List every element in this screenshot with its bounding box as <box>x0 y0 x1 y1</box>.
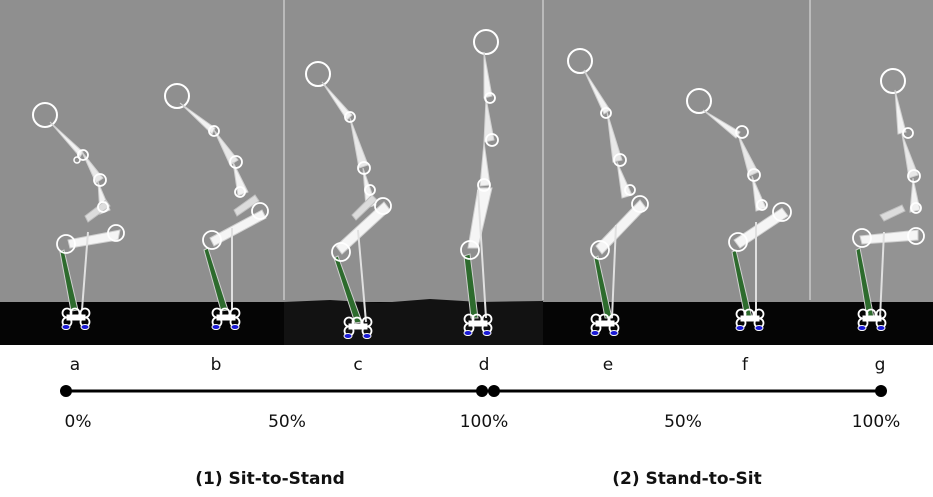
percent-label: 0% <box>65 412 92 432</box>
phase-caption-stand-to-sit: (2) Stand-to-Sit <box>612 469 762 489</box>
floor-edge <box>284 299 543 345</box>
frame-label-g: g <box>875 355 886 375</box>
frame-label-f: f <box>742 355 749 375</box>
phase-caption-sit-to-stand: (1) Sit-to-Stand <box>195 469 345 489</box>
skeleton-frame-e <box>567 48 649 337</box>
skeleton-frame-f <box>686 88 792 332</box>
timeline-marker-stand-end <box>476 385 488 397</box>
phase-timeline: a b c d e f g 0% 50% 100% 50% 100% (1) S… <box>60 355 901 489</box>
timeline-marker-end <box>875 385 887 397</box>
skeleton-frame-a <box>32 102 125 331</box>
percent-label: 50% <box>664 412 702 432</box>
skeleton-frame-g <box>852 68 925 332</box>
skeleton-frame-c <box>305 61 392 340</box>
simulation-scene <box>0 0 933 345</box>
frame-label-d: d <box>479 355 490 375</box>
frame-label-c: c <box>353 355 362 375</box>
skeleton-frame-d <box>460 29 499 337</box>
scene-background <box>0 0 933 345</box>
frame-label-a: a <box>70 355 80 375</box>
percent-label: 50% <box>268 412 306 432</box>
timeline-marker-sit-start <box>488 385 500 397</box>
timeline-marker-start <box>60 385 72 397</box>
percent-label: 100% <box>460 412 509 432</box>
frame-label-e: e <box>603 355 613 375</box>
frame-label-b: b <box>211 355 222 375</box>
percent-label: 100% <box>852 412 901 432</box>
skeleton-frame-b <box>164 83 269 331</box>
